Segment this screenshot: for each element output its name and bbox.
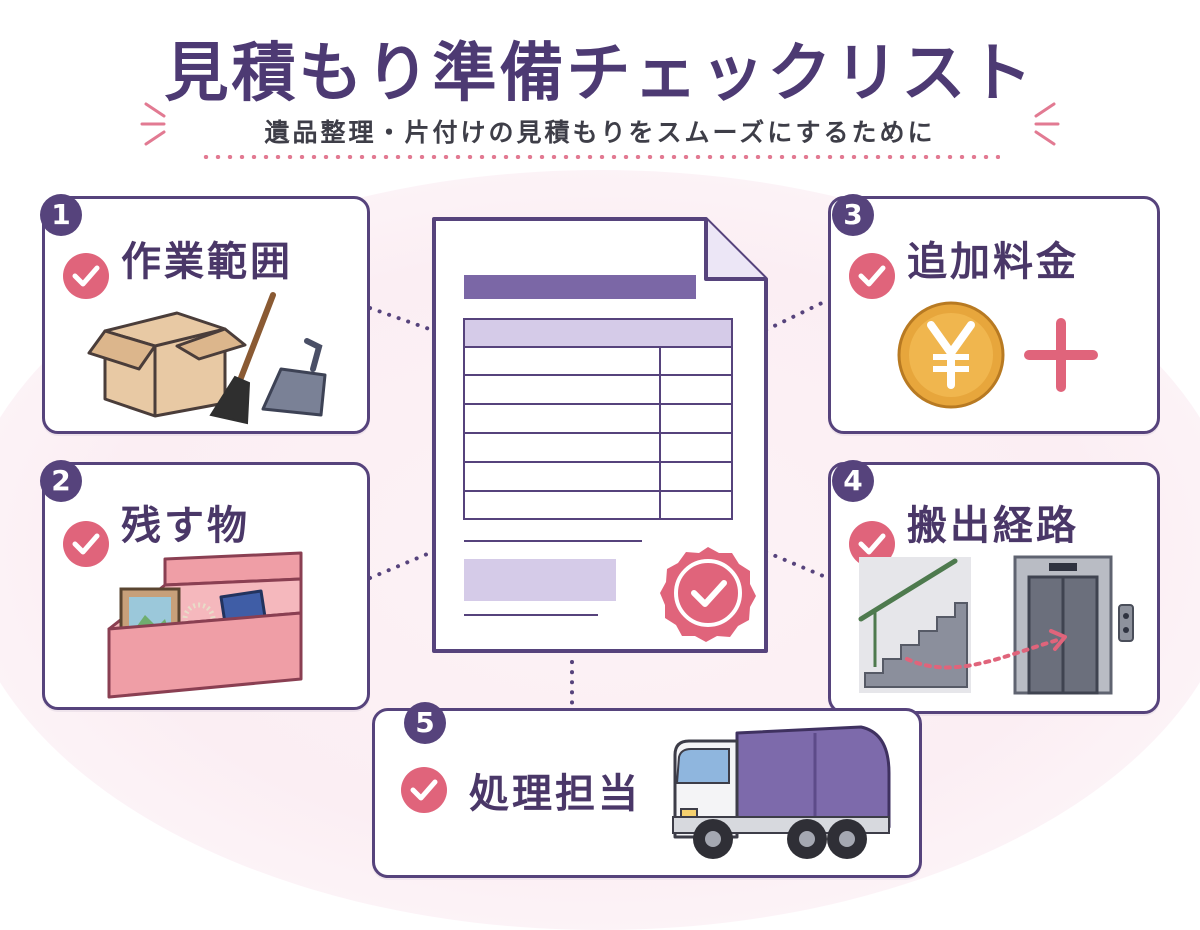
check-icon xyxy=(401,767,447,813)
box-broom-dustpan-icon xyxy=(87,292,327,425)
estimate-document-icon xyxy=(432,217,768,653)
card-label: 作業範囲 xyxy=(121,239,293,285)
left-sparkle-icon xyxy=(140,102,166,146)
check-icon xyxy=(63,521,109,567)
check-icon xyxy=(63,253,109,299)
card-items-to-keep: 残す物 xyxy=(42,462,370,710)
check-icon xyxy=(849,253,895,299)
dotted-divider xyxy=(200,155,1000,159)
card-work-scope: 作業範囲 xyxy=(42,196,370,434)
card-removal-route: 搬出経路 xyxy=(828,462,1160,714)
step-number-badge: 1 xyxy=(40,194,82,236)
connectors xyxy=(368,298,830,710)
keepsake-box-icon xyxy=(107,551,303,699)
card-label: 搬出経路 xyxy=(907,503,1079,549)
card-label: 追加料金 xyxy=(907,239,1079,285)
step-number-badge: 2 xyxy=(40,460,82,502)
page-subtitle: 遺品整理・片付けの見積もりをスムーズにするために xyxy=(264,118,936,147)
stairs-elevator-icon xyxy=(858,555,1134,695)
step-number-badge: 3 xyxy=(832,194,874,236)
card-additional-fees: 追加料金 xyxy=(828,196,1160,434)
right-sparkle-icon xyxy=(1034,102,1060,146)
card-disposal-handler: 処理担当 xyxy=(372,708,922,878)
card-label: 処理担当 xyxy=(469,771,641,817)
yen-coin-plus-icon xyxy=(897,301,1098,409)
card-label: 残す物 xyxy=(121,503,250,549)
step-number-badge: 4 xyxy=(832,460,874,502)
garbage-truck-icon xyxy=(672,725,891,859)
step-number-badge: 5 xyxy=(404,702,446,744)
page-title: 見積もり準備チェックリスト xyxy=(164,37,1036,111)
